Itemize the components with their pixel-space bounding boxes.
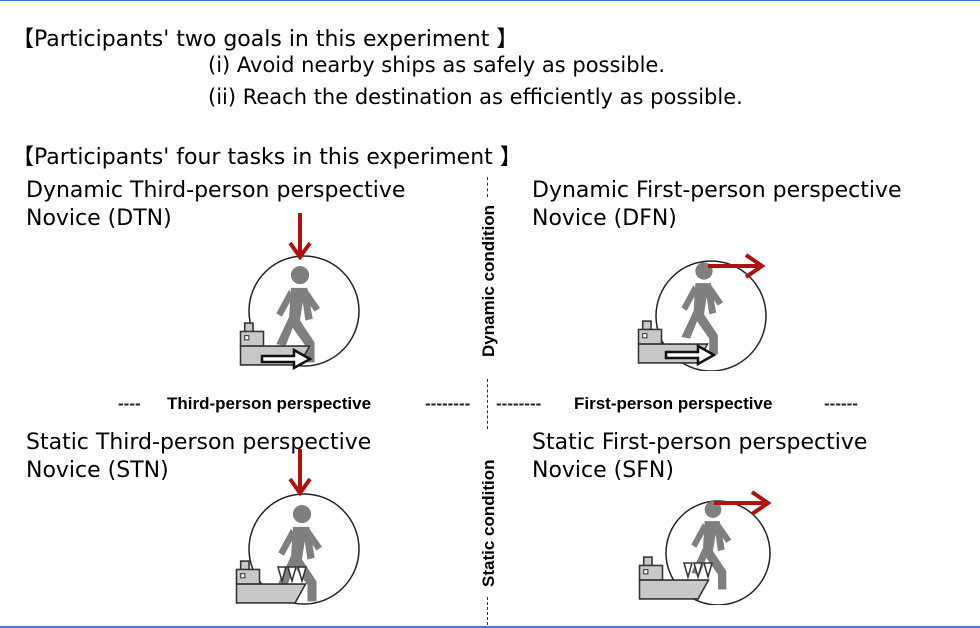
quadrant-dfn-title: Dynamic First-person perspective — [532, 178, 902, 203]
axis-dash-left-inner: -------- — [425, 394, 471, 413]
axis-label-dynamic: Dynamic condition — [479, 204, 499, 359]
vision-circle-icon — [248, 255, 360, 367]
quadrant-dtn-title: Dynamic Third-person perspective — [26, 178, 406, 203]
sfn-scene-icon — [638, 490, 772, 605]
vertical-axis-top — [487, 177, 488, 197]
axis-label-first-person: First-person perspective — [574, 394, 773, 413]
static-ship-marks-icon — [683, 562, 713, 580]
quadrant-dtn: Dynamic Third-person perspective Novice … — [26, 177, 405, 233]
quadrant-dtn-code: Novice (DTN) — [26, 206, 172, 231]
dtn-scene-icon — [239, 213, 360, 371]
ship-motion-arrow-icon — [664, 343, 717, 367]
stn-scene-icon — [235, 449, 360, 605]
axis-label-static: Static condition — [479, 459, 499, 589]
quadrant-dfn-code: Novice (DFN) — [532, 206, 677, 231]
quadrant-sfn-title: Static First-person perspective — [532, 430, 868, 455]
static-ship-marks-icon — [277, 566, 307, 584]
goal-item-1: (i) Avoid nearby ships as safely as poss… — [208, 53, 666, 77]
axis-dash-left-outer: ---- — [118, 394, 141, 413]
ship-motion-arrow-icon — [260, 347, 313, 371]
vision-circle-icon — [655, 260, 767, 371]
axis-dash-right-inner: -------- — [496, 394, 542, 413]
quadrant-dfn: Dynamic First-person perspective Novice … — [532, 177, 902, 233]
walker-icon — [681, 262, 724, 355]
axis-dash-right-outer: ------ — [824, 394, 858, 413]
vision-circle-icon — [248, 493, 360, 605]
axis-label-third-person: Third-person perspective — [167, 394, 372, 413]
quadrant-sfn-code: Novice (SFN) — [532, 458, 674, 483]
tasks-heading: 【Participants' four tasks in this experi… — [12, 145, 522, 170]
goal-item-2: (ii) Reach the destination as efficientl… — [208, 85, 743, 109]
dfn-scene-icon — [637, 253, 767, 371]
vertical-axis-bottom — [487, 597, 488, 625]
goals-heading: 【Participants' two goals in this experim… — [12, 27, 519, 52]
quadrant-stn-title: Static Third-person perspective — [26, 430, 372, 455]
quadrant-stn-code: Novice (STN) — [26, 458, 169, 483]
quadrant-sfn: Static First-person perspective Novice (… — [532, 429, 867, 485]
quadrant-stn: Static Third-person perspective Novice (… — [26, 429, 371, 485]
vertical-axis-middle — [487, 379, 488, 429]
